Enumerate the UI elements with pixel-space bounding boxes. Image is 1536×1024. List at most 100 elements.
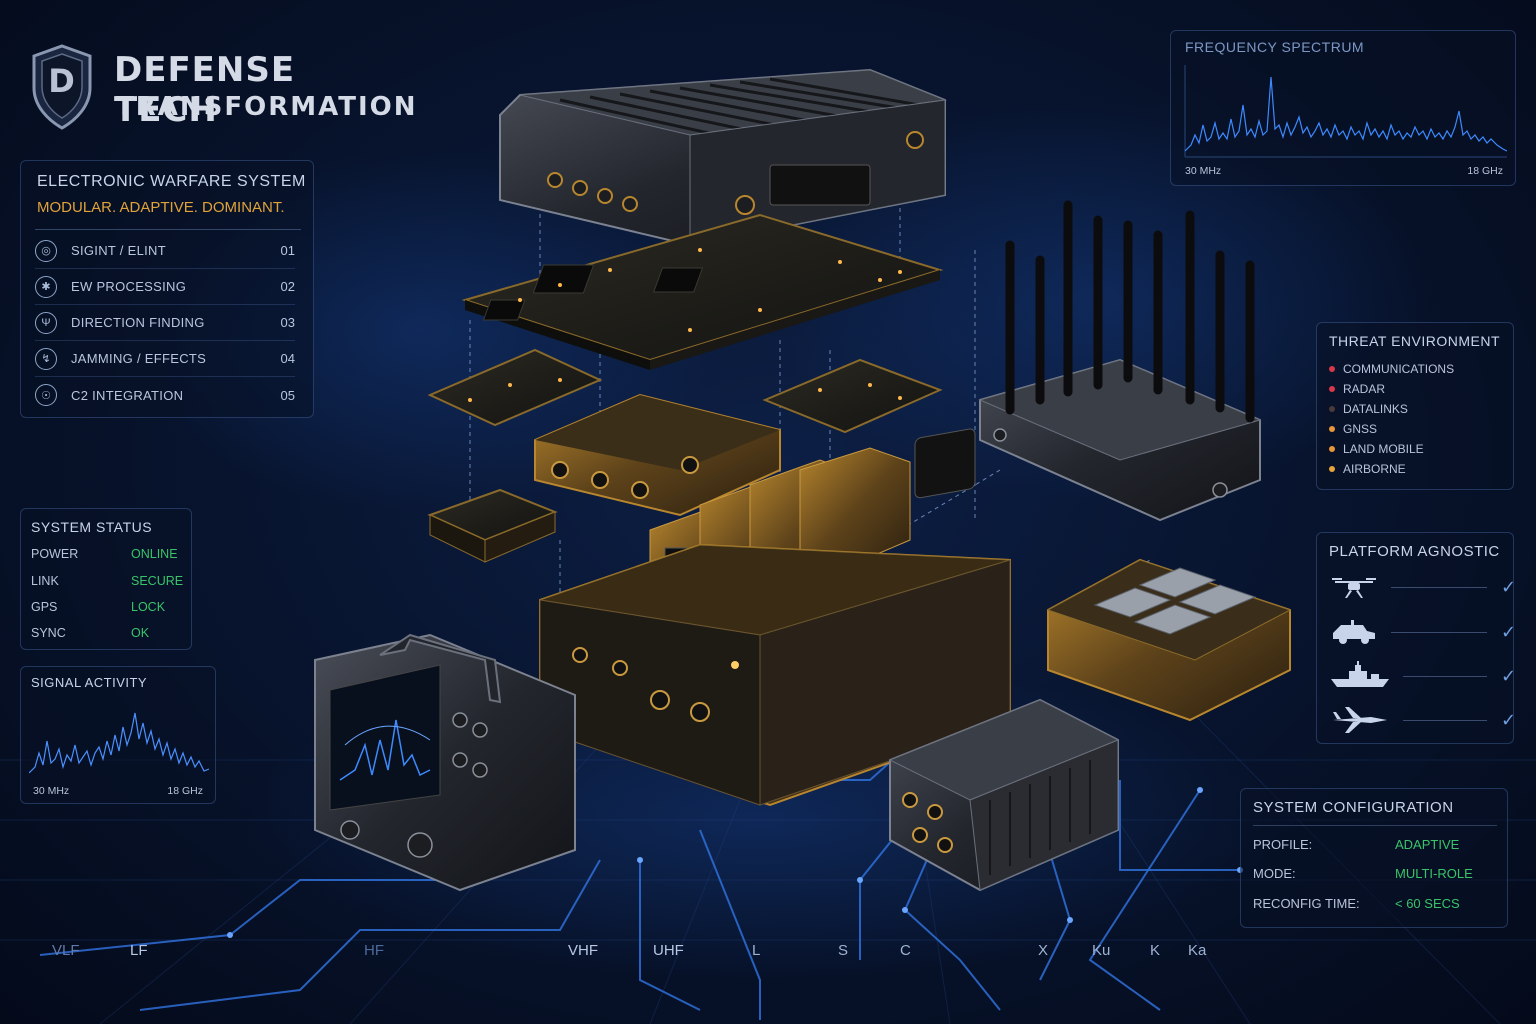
threat-dot-icon [1329, 386, 1335, 392]
status-value: LOCK [131, 600, 166, 614]
threat-item-communications: COMMUNICATIONS [1329, 359, 1454, 379]
brand-header: D DEFENSE TECH TRANSFORMATION [30, 42, 416, 132]
threat-item-radar: RADAR [1329, 379, 1385, 399]
band-label-x: X [1038, 942, 1049, 959]
shield-logo-icon [32, 44, 92, 130]
antenna-array [978, 200, 1262, 522]
band-label-ka: Ka [1188, 942, 1207, 959]
ew-panel-title: ELECTRONIC WARFARE SYSTEM [37, 173, 306, 190]
status-value: ONLINE [131, 547, 178, 561]
platform-agnostic-panel: PLATFORM AGNOSTIC ✓ ✓ ✓ ✓ [1316, 532, 1516, 744]
handheld-analyzer [314, 633, 576, 892]
threat-dot-icon [1329, 366, 1335, 372]
ew-item-direction-finding[interactable]: Ψ DIRECTION FINDING 03 [35, 305, 295, 341]
ew-item-num: 05 [280, 387, 295, 403]
status-row-power: POWER ONLINE [31, 547, 201, 573]
threat-item-airborne: AIRBORNE [1329, 459, 1406, 479]
spectrum-panel-title: FREQUENCY SPECTRUM [1185, 39, 1365, 55]
band-label-s: S [838, 942, 849, 959]
processor-icon: ✱ [35, 275, 57, 298]
config-row-mode: MODE: MULTI-ROLE [1253, 866, 1493, 894]
ew-item-label: C2 INTEGRATION [71, 387, 184, 403]
status-value: OK [131, 626, 150, 640]
signal-panel-title: SIGNAL ACTIVITY [31, 675, 148, 690]
system-status-panel: SYSTEM STATUS POWER ONLINE LINK SECURE G… [20, 508, 192, 650]
band-label-c: C [900, 942, 911, 959]
band-label-ku: Ku [1092, 942, 1111, 959]
vehicle-icon [1333, 620, 1375, 644]
config-row-profile: PROFILE: ADAPTIVE [1253, 837, 1493, 865]
platform-divider [1391, 631, 1487, 633]
status-panel-title: SYSTEM STATUS [31, 519, 153, 535]
main-pcb-board [461, 213, 944, 370]
small-crypto-module [427, 488, 558, 563]
ew-item-sigint[interactable]: ◎ SIGINT / ELINT 01 [35, 233, 295, 269]
threat-dot-icon [1329, 406, 1335, 412]
signal-range-high: 18 GHz [167, 785, 203, 797]
ship-icon [1331, 661, 1389, 687]
band-label-uhf: UHF [653, 942, 684, 959]
platform-row-vehicle: ✓ [1331, 610, 1521, 654]
threat-item-land-mobile: LAND MOBILE [1329, 439, 1424, 459]
band-label-vhf: VHF [568, 942, 598, 959]
band-label-l: L [752, 942, 761, 959]
platform-row-ship: ✓ [1331, 654, 1521, 698]
threat-item-label: RADAR [1343, 382, 1386, 396]
network-icon: ☉ [35, 384, 57, 406]
config-value: ADAPTIVE [1395, 837, 1460, 852]
power-supply-module [888, 698, 1120, 892]
threat-item-label: AIRBORNE [1343, 462, 1406, 476]
config-key: PROFILE: [1253, 837, 1313, 852]
checkmark-icon: ✓ [1501, 709, 1517, 730]
config-divider [1253, 825, 1497, 826]
signal-range-low: 30 MHz [33, 785, 70, 797]
config-key: RECONFIG TIME: [1253, 896, 1360, 911]
spectrum-range-low: 30 MHz [1185, 165, 1222, 177]
ew-item-label: DIRECTION FINDING [71, 315, 205, 330]
config-row-reconfig-time: RECONFIG TIME: < 60 SECS [1253, 896, 1493, 924]
threat-item-datalinks: DATALINKS [1329, 399, 1408, 419]
status-key: SYNC [31, 626, 66, 640]
ew-item-num: 01 [280, 243, 295, 258]
brand-title-line1: DEFENSE TECH [114, 50, 296, 130]
jet-icon [1333, 707, 1387, 733]
threat-environment-panel: THREAT ENVIRONMENT COMMUNICATIONS RADAR … [1316, 322, 1514, 490]
config-value: MULTI-ROLE [1395, 866, 1473, 881]
threat-item-gnss: GNSS [1329, 419, 1377, 439]
threat-dot-icon [1329, 446, 1335, 452]
top-chassis-module [499, 68, 947, 247]
ew-panel-divider [35, 229, 301, 230]
platform-row-drone: ✓ [1331, 565, 1521, 609]
signal-activity-waveform [29, 712, 209, 774]
band-label-vlf: VLF [52, 942, 80, 959]
ew-item-num: 03 [280, 315, 295, 330]
jamming-icon: ↯ [35, 347, 57, 370]
ew-item-label: JAMMING / EFFECTS [71, 351, 207, 366]
status-key: POWER [31, 547, 79, 561]
threat-panel-title: THREAT ENVIRONMENT [1329, 333, 1501, 349]
small-pcb-left [427, 348, 603, 427]
rf-module [534, 393, 781, 517]
frequency-spectrum-waveform [1184, 65, 1507, 158]
drone-icon [1332, 578, 1376, 598]
band-label-hf: HF [364, 942, 384, 959]
ew-item-c2[interactable]: ☉ C2 INTEGRATION 05 [35, 377, 295, 413]
ew-item-jamming[interactable]: ↯ JAMMING / EFFECTS 04 [35, 341, 295, 377]
spectrum-range-high: 18 GHz [1467, 165, 1503, 177]
threat-item-label: DATALINKS [1343, 402, 1408, 416]
band-label-lf: LF [130, 942, 148, 959]
config-key: MODE: [1253, 866, 1296, 881]
ew-item-num: 02 [280, 279, 295, 294]
processing-module [1046, 558, 1292, 722]
status-value: SECURE [131, 574, 184, 588]
small-pcb-right [762, 358, 943, 434]
status-key: GPS [31, 600, 58, 614]
logo-letter: D [48, 62, 76, 100]
platform-row-jet: ✓ [1331, 698, 1521, 742]
status-row-gps: GPS LOCK [31, 600, 201, 626]
ew-item-processing[interactable]: ✱ EW PROCESSING 02 [35, 269, 295, 305]
threat-item-label: LAND MOBILE [1343, 442, 1424, 456]
ew-item-label: SIGINT / ELINT [71, 243, 166, 258]
status-row-link: LINK SECURE [31, 574, 201, 600]
